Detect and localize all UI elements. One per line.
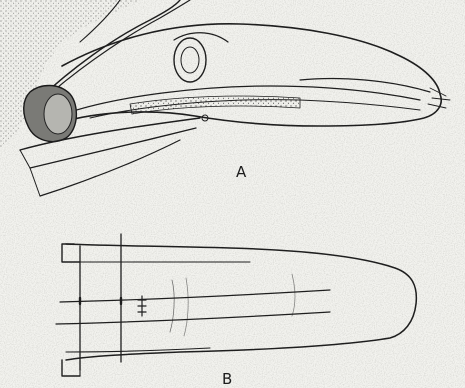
- panel-a-label: A: [236, 163, 247, 181]
- knuckle-highlight: [44, 94, 72, 134]
- panel-b-label: B: [222, 370, 232, 388]
